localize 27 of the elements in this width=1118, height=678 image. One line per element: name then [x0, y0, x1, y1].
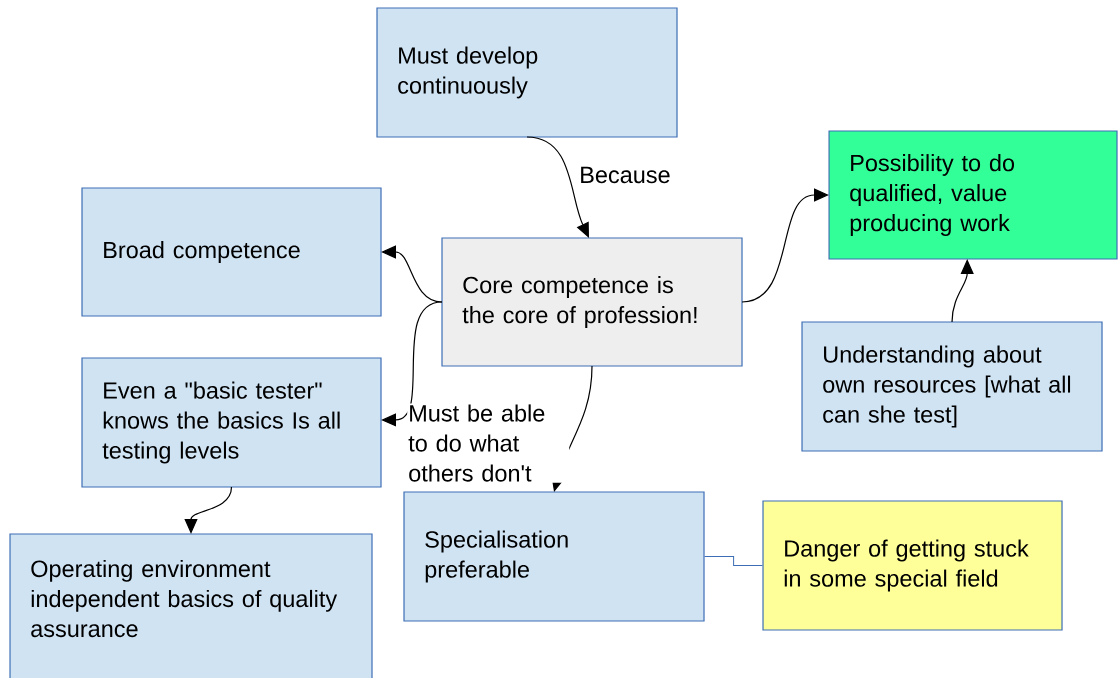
topic-box: [376, 7, 678, 138]
box-text: Core competence is the core of profession!: [462, 276, 697, 328]
box-text: Even a "basic tester" knows the basics Is all testing levels: [102, 381, 340, 464]
goal-box: [828, 130, 1118, 260]
box-text: Understanding about own resources [what all can she test]: [823, 345, 1071, 428]
box-text: Operating environment independent basics of quality assurance: [31, 559, 338, 638]
arrow: [381, 301, 443, 427]
topic-box: [801, 321, 1103, 452]
topic-box: [81, 357, 382, 488]
note-box: [762, 500, 1063, 631]
box-text: Specialisation preferable: [425, 530, 568, 583]
arrow: [184, 486, 233, 534]
box-text: Possibility to do qualified, value producing work: [850, 154, 1015, 236]
central-box: [441, 237, 743, 367]
box-text: Must develop continuously: [398, 46, 538, 99]
arrow: [381, 245, 443, 303]
edge-label: Because: [581, 166, 670, 184]
box-text: Danger of getting stuck in some special field: [784, 539, 1029, 592]
arrow: [741, 188, 829, 303]
topic-box: [81, 187, 382, 317]
topic-box: [9, 533, 373, 678]
arrow: [951, 259, 974, 323]
edge-label: Must be able to do what others don't: [408, 404, 545, 482]
box-text: Broad competence: [104, 241, 300, 263]
connector-line: [704, 556, 763, 566]
topic-box: [403, 491, 705, 622]
arrow: [526, 136, 589, 238]
